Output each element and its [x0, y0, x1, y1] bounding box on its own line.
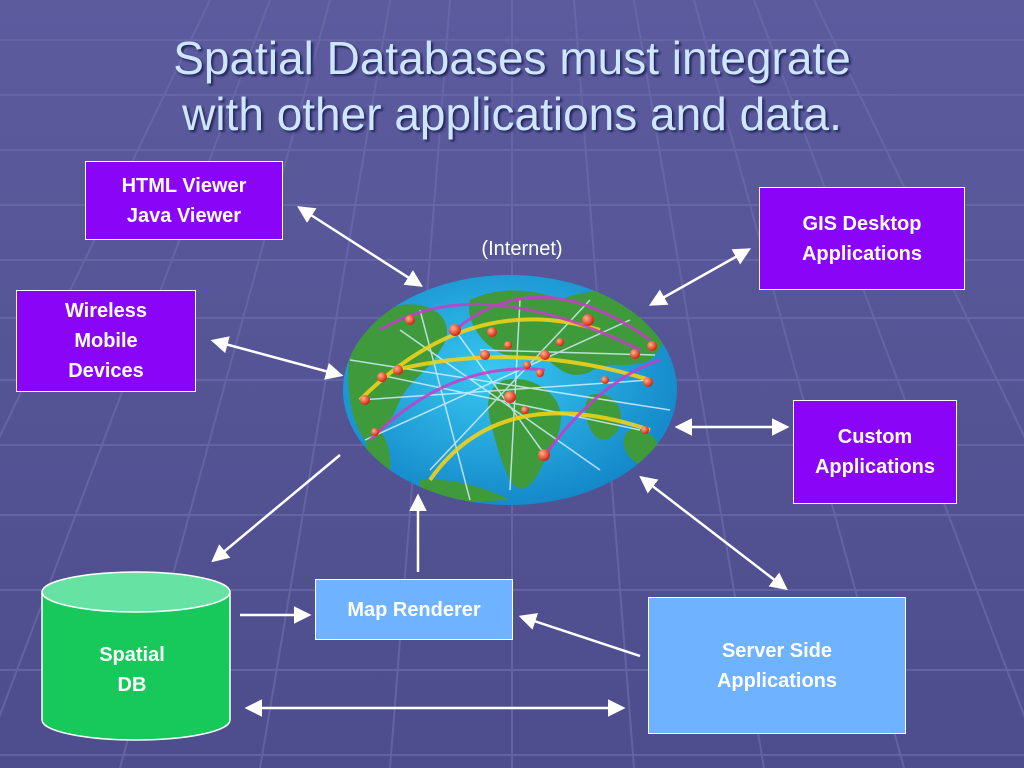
wireless-line-3: Devices [68, 360, 144, 382]
custom-apps-line-2: Applications [814, 456, 935, 478]
custom-apps-line-1: Custom [837, 426, 913, 448]
connector-arrows [210, 206, 790, 717]
java-viewer-label: Java Viewer [126, 204, 242, 227]
spatial-db-line-1: Spatial [99, 644, 165, 666]
title-line-2: with other applications and data. [182, 88, 842, 140]
wireless-line-1: Wireless [64, 300, 148, 322]
wireless-line-2: Mobile [74, 330, 138, 352]
custom-apps-node: Custom Applications [793, 400, 957, 504]
wireless-node: Wireless Mobile Devices [16, 290, 196, 392]
map-renderer-label: Map Renderer [347, 598, 481, 621]
arrow-globe-to-db [211, 454, 341, 563]
arrow-html-viewer [297, 206, 423, 287]
spatial-db-line-2: DB [117, 674, 147, 696]
arrow-wireless [210, 336, 344, 380]
html-viewer-label: HTML Viewer [121, 174, 247, 197]
slide-title: Spatial Databases must integrate with ot… [0, 30, 1024, 142]
gis-desktop-line-1: GIS Desktop [802, 212, 922, 235]
server-side-line-1: Server Side [721, 639, 833, 662]
html-viewer-node: HTML Viewer Java Viewer [85, 161, 283, 240]
internet-globe-icon [343, 275, 677, 505]
database-icon [41, 571, 231, 741]
arrow-server-to-renderer [518, 613, 641, 658]
gis-desktop-node: GIS Desktop Applications [759, 187, 965, 290]
map-renderer-node: Map Renderer [315, 579, 513, 640]
internet-label: (Internet) [481, 238, 563, 260]
gis-desktop-line-2: Applications [801, 242, 922, 265]
server-side-line-2: Applications [716, 669, 837, 692]
server-side-node: Server Side Applications [648, 597, 906, 734]
spatial-db-label: Spatial DB [68, 640, 196, 700]
arrow-server-to-globe [639, 475, 788, 591]
title-line-1: Spatial Databases must integrate [173, 32, 851, 84]
arrow-gis-desktop [648, 248, 752, 306]
